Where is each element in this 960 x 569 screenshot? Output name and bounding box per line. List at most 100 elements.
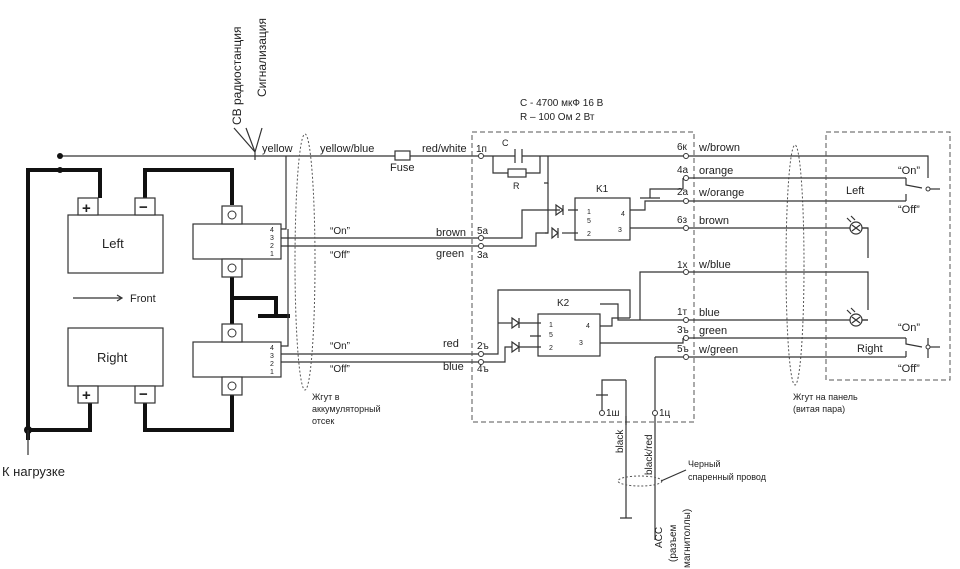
relay-k1	[574, 197, 631, 241]
battery-relay-bottom	[192, 341, 282, 378]
acc-label: ACC	[654, 527, 665, 548]
fuse	[394, 150, 411, 161]
k1-pin-5: 5	[587, 218, 591, 225]
right-battery-minus: −	[139, 386, 148, 403]
wire-red: red	[443, 338, 459, 350]
wire-green-right: green	[699, 325, 727, 337]
relay-bottom-pin-2: 2	[270, 361, 274, 368]
wire-w-blue: w/blue	[698, 259, 731, 271]
on-label-2: “On”	[330, 341, 350, 352]
capacitor-note-1: С - 4700 мкФ 16 В	[520, 98, 604, 109]
pin-3a: 3а	[477, 250, 489, 261]
load-label: К нагрузке	[2, 464, 65, 479]
pin-5b: 5ъ	[677, 344, 689, 355]
wire-w-green: w/green	[698, 344, 738, 356]
wire-black-red: black/red	[644, 434, 655, 475]
pin-1sh: 1ш	[606, 408, 620, 419]
pin-4b: 4ъ	[477, 364, 489, 375]
wire-brown-right: brown	[699, 215, 729, 227]
central-connector	[471, 131, 695, 423]
connector-note-2: магнитоллы)	[682, 509, 693, 568]
battery-harness-1: Жгут в	[312, 392, 340, 402]
led-top	[846, 215, 868, 235]
k2-pin-2: 2	[549, 345, 553, 352]
relay-k2	[537, 313, 601, 357]
relay-bottom-pin-3: 3	[270, 353, 274, 360]
wire-green: green	[436, 248, 464, 260]
relay-top-pin-3: 3	[270, 235, 274, 242]
switch-left-on: “On”	[898, 165, 920, 177]
switch-left-label: Left	[846, 185, 864, 197]
wire-w-orange: w/orange	[698, 187, 744, 199]
alarm-label: Сигнализация	[255, 18, 269, 97]
fuse-label: Fuse	[390, 162, 414, 174]
wire-blue-right: blue	[699, 307, 720, 319]
pin-5a: 5а	[477, 226, 489, 237]
pin-1ts: 1ц	[659, 408, 671, 419]
pair-harness-2: спаренный провод	[688, 472, 767, 482]
k2-pin-3: 3	[579, 340, 583, 347]
radio-label: СВ радиостанция	[230, 27, 244, 125]
front-label: Front	[130, 293, 156, 305]
k1-pin-4: 4	[621, 211, 625, 218]
right-battery-label: Right	[97, 350, 128, 365]
off-label-2: “Off”	[330, 364, 350, 375]
pin-4a: 4а	[677, 165, 689, 176]
led-bottom	[846, 307, 868, 327]
left-battery-plus: +	[82, 200, 91, 217]
relay-k1-label: K1	[596, 184, 609, 195]
connector-note-1: (разъем	[668, 524, 679, 562]
pair-harness-1: Черный	[688, 459, 720, 469]
k2-pin-1: 1	[549, 322, 553, 329]
k2-pin-5: 5	[549, 332, 553, 339]
relay-top-pin-4: 4	[270, 227, 274, 234]
pin-2b: 2ъ	[477, 341, 489, 352]
connector-pins: 1п 5а 3а 2ъ 4ъ 6к 4а 2а 6з 1х 1т 3ъ 5ъ 1…	[476, 142, 689, 419]
wire-red-white: red/white	[422, 143, 467, 155]
resistor-r: R	[513, 181, 520, 191]
right-battery	[67, 327, 164, 387]
right-wires: w/brown orange w/orange brown w/blue blu…	[689, 142, 929, 358]
wire-blue: blue	[443, 361, 464, 373]
pin-1x: 1х	[677, 260, 688, 271]
panel-box	[825, 131, 951, 381]
wire-yellow-blue: yellow/blue	[320, 143, 374, 155]
battery-relay-top	[192, 223, 282, 260]
relay-top-pin-2: 2	[270, 243, 274, 250]
wire-black: black	[615, 429, 626, 453]
relay-bottom-pin-4: 4	[270, 345, 274, 352]
capacitor-c: C	[502, 138, 509, 148]
wire-w-brown: w/brown	[698, 142, 740, 154]
battery-harness	[294, 133, 316, 391]
switch-right-off: “Off”	[898, 363, 920, 375]
switch-right-label: Right	[857, 343, 883, 355]
on-label-1: “On”	[330, 226, 350, 237]
right-battery-plus: +	[82, 387, 91, 404]
pin-1t: 1т	[677, 307, 688, 318]
pin-1p: 1п	[476, 144, 487, 155]
k1-pin-1: 1	[587, 209, 591, 216]
switch-left-off: “Off”	[898, 204, 920, 216]
relay-k2-label: K2	[557, 298, 570, 309]
left-battery	[67, 214, 164, 274]
k1-pin-2: 2	[587, 231, 591, 238]
pin-2a: 2а	[677, 187, 689, 198]
battery-harness-2: аккумуляторный	[312, 404, 381, 414]
pin-3b: 3ъ	[677, 325, 689, 336]
left-battery-label: Left	[102, 236, 124, 251]
k2-pin-4: 4	[586, 323, 590, 330]
wire-brown: brown	[436, 227, 466, 239]
panel-harness-2: (витая пара)	[793, 404, 845, 414]
panel-harness-1: Жгут на панель	[793, 392, 858, 402]
pin-6k: 6к	[677, 142, 688, 153]
wire-yellow: yellow	[262, 143, 293, 155]
battery-harness-3: отсек	[312, 416, 334, 426]
panel-harness	[785, 144, 805, 386]
relay-top-pin-1: 1	[270, 251, 274, 258]
left-battery-minus: −	[139, 199, 148, 216]
k1-pin-3: 3	[618, 227, 622, 234]
relay-bottom-pin-1: 1	[270, 369, 274, 376]
wire-orange: orange	[699, 165, 733, 177]
pin-6z: 6з	[677, 215, 688, 226]
